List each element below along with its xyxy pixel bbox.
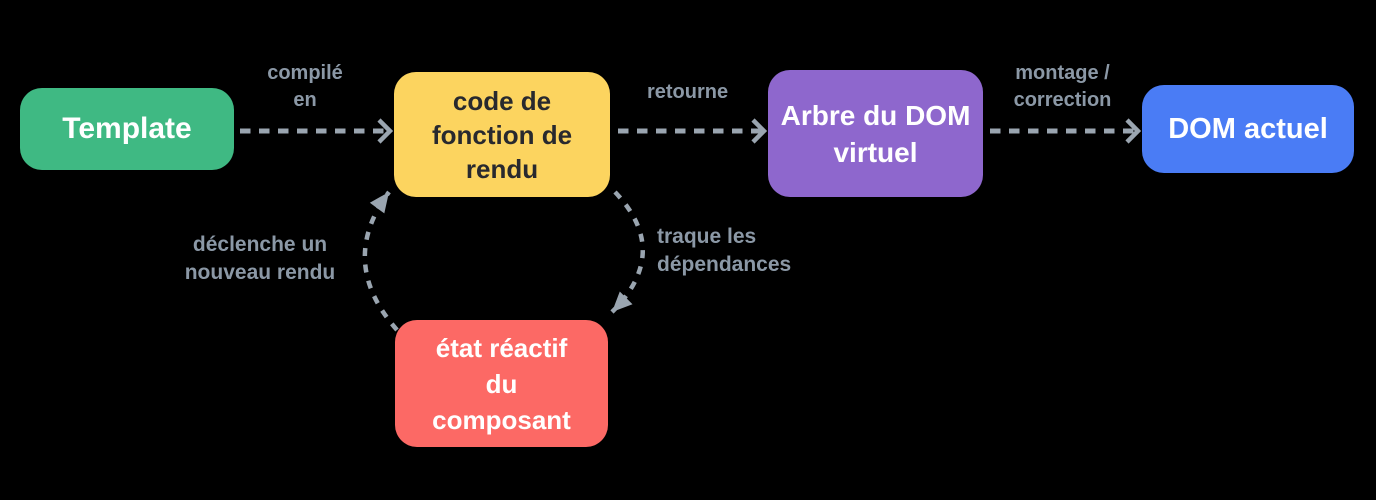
node-component-reactive-state: état réactif du composant [395,320,608,447]
edge-label-triggers-rerender: déclenche un nouveau rendu [184,233,336,284]
node-template: Template [20,88,234,170]
edge-label-compiled-into: compilé en [267,62,343,111]
node-render-function-code: code de fonction de rendu [394,72,610,197]
arrow-trigger-rerender [362,190,399,332]
node-actual-dom: DOM actuel [1142,85,1354,173]
arrow-track-dependencies [610,190,645,314]
edge-label-tracks-dependencies: traque les dépendances [657,225,792,276]
edge-label-returns: retourne [646,81,729,103]
edge-label-mount-patch: montage / correction [1013,62,1112,111]
node-virtual-dom-tree: Arbre du DOM virtuel [768,70,983,197]
